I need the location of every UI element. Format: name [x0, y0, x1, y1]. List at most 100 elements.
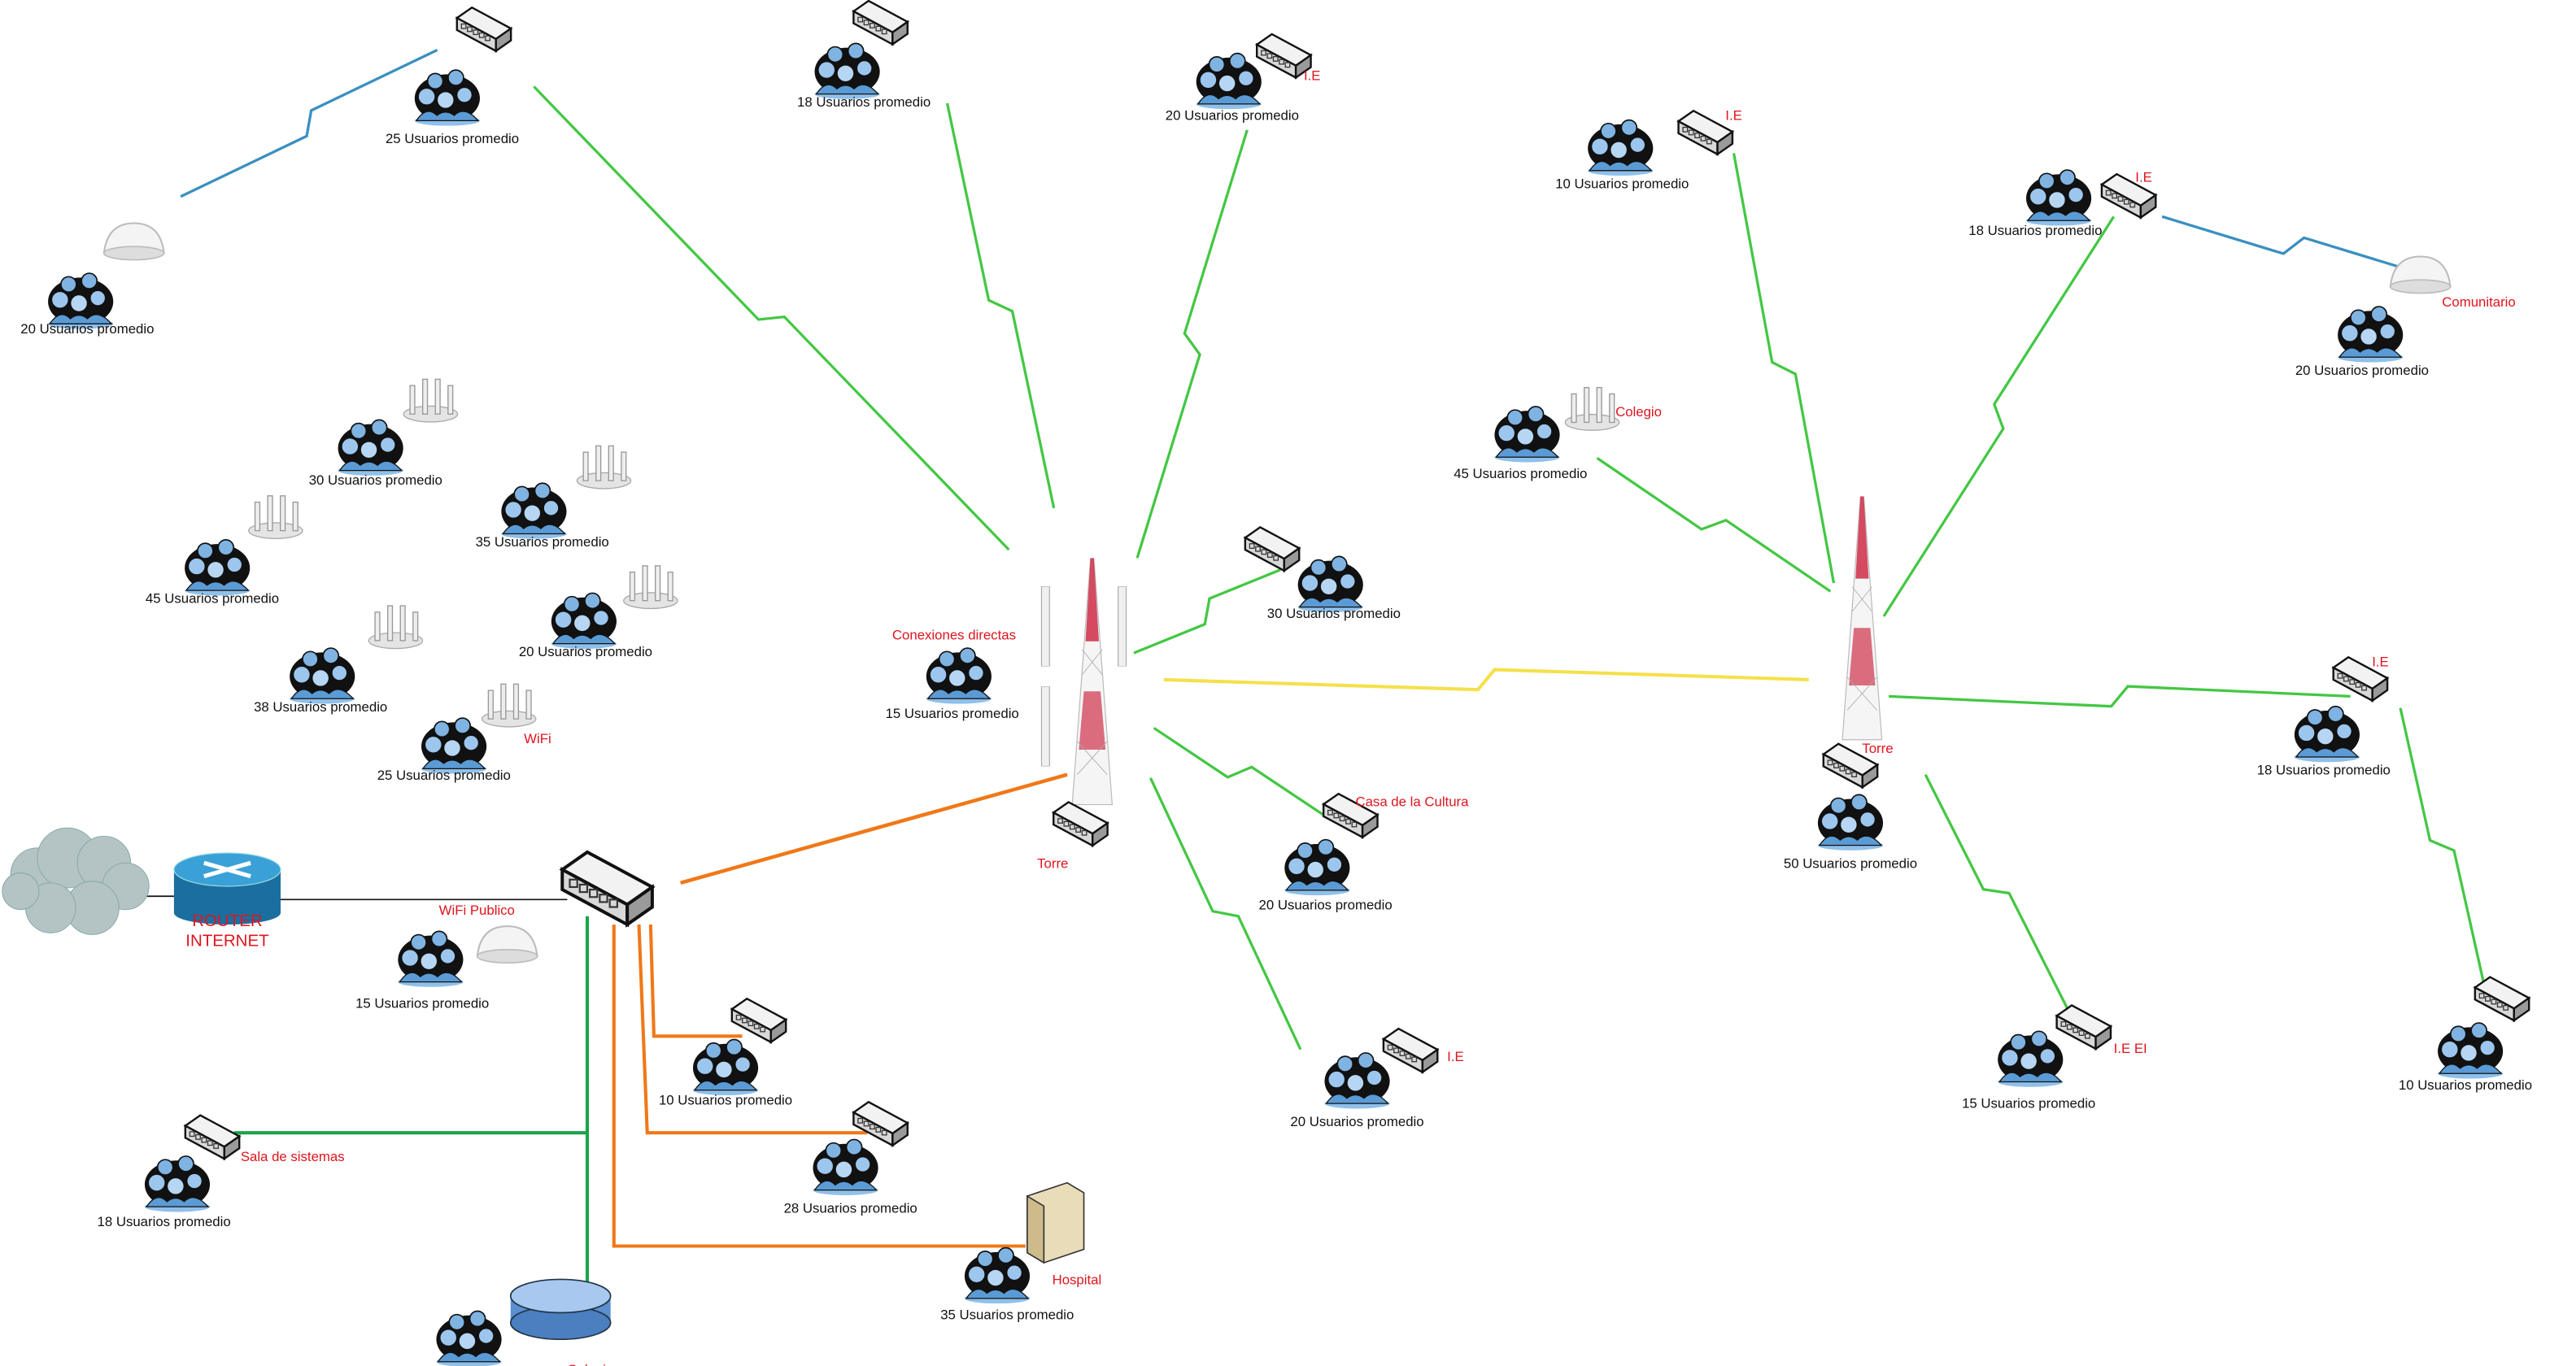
switch-icon[interactable]: [852, 0, 909, 46]
wireless-link: [1924, 773, 2068, 1009]
dome-access-point-icon[interactable]: [102, 222, 165, 261]
site-name-label: I.E: [2372, 655, 2389, 670]
users-group-icon[interactable]: [1493, 406, 1561, 463]
users-count-label: 20 Usuarios promedio: [1166, 108, 1299, 124]
users-count-label: 10 Usuarios promedio: [659, 1092, 792, 1107]
switch-icon[interactable]: [1244, 526, 1301, 572]
users-group-icon[interactable]: [1587, 119, 1654, 176]
wireless-link: [1882, 215, 2116, 617]
switch-icon[interactable]: [852, 1101, 909, 1146]
users-count-label: 35 Usuarios promedio: [476, 534, 609, 550]
site-name-label: Hospital: [1053, 1272, 1102, 1288]
users-count-label: 25 Usuarios promedio: [386, 131, 519, 146]
router-label: INTERNET: [185, 932, 269, 951]
wireless-link: [1133, 568, 1281, 655]
site-name-label: Casa de la Cultura: [1355, 794, 1469, 810]
users-group-icon[interactable]: [813, 42, 881, 99]
site-name-label: WiFi: [524, 731, 551, 746]
omni-access-point-icon[interactable]: [248, 495, 303, 540]
switch-icon[interactable]: [2474, 976, 2530, 1022]
users-count-label: 45 Usuarios promedio: [146, 591, 279, 607]
users-group-icon[interactable]: [144, 1155, 211, 1212]
users-count-label: 20 Usuarios promedio: [2295, 363, 2429, 378]
site-name-label: I.E: [1304, 67, 1321, 83]
sector-antenna-icon[interactable]: [1118, 586, 1127, 667]
omni-access-point-icon[interactable]: [1564, 386, 1620, 431]
users-group-icon[interactable]: [184, 539, 251, 596]
users-group-icon[interactable]: [397, 930, 464, 987]
tower-icon[interactable]: [1842, 496, 1883, 741]
tower-name-label: Torre: [1037, 855, 1068, 871]
tower-icon[interactable]: [1071, 558, 1114, 806]
wireless-link: [533, 85, 1010, 551]
wireless-link: [1135, 129, 1249, 559]
switch-icon[interactable]: [455, 7, 512, 52]
site-name-label: I.E: [2135, 169, 2152, 185]
users-group-icon[interactable]: [692, 1038, 759, 1096]
site-name-label: I.E: [1447, 1049, 1464, 1064]
omni-access-point-icon[interactable]: [623, 565, 678, 610]
site-name-label: Colegio: [1615, 404, 1662, 420]
users-group-icon[interactable]: [2337, 306, 2404, 363]
users-group-icon[interactable]: [2293, 705, 2360, 763]
omni-access-point-icon[interactable]: [403, 378, 459, 423]
omni-access-point-icon[interactable]: [481, 683, 537, 728]
switch-icon[interactable]: [2055, 1004, 2112, 1051]
users-count-label: 15 Usuarios promedio: [355, 996, 489, 1011]
omni-access-point-icon[interactable]: [368, 605, 424, 650]
wireless-link: [1732, 153, 1836, 584]
users-group-icon[interactable]: [812, 1138, 879, 1195]
users-group-icon[interactable]: [1817, 794, 1884, 850]
users-group-icon[interactable]: [925, 647, 992, 704]
dome-access-point-icon[interactable]: [2389, 255, 2452, 294]
users-count-label: 35 Usuarios promedio: [940, 1307, 1074, 1323]
users-count-label: 18 Usuarios promedio: [2257, 763, 2391, 778]
server-icon[interactable]: [1026, 1181, 1085, 1264]
wireless-link: [180, 48, 438, 198]
users-count-label: 45 Usuarios promedio: [1454, 466, 1587, 481]
users-group-icon[interactable]: [289, 647, 356, 704]
users-group-icon[interactable]: [1195, 52, 1262, 110]
fiber-link: [637, 924, 868, 1135]
users-group-icon[interactable]: [413, 69, 481, 126]
switch-icon[interactable]: [184, 1114, 241, 1160]
site-name-label: Torre: [1862, 741, 1893, 756]
router-icon[interactable]: [173, 852, 281, 925]
site-name-label: Comunitario: [2442, 294, 2515, 310]
dome-access-point-icon[interactable]: [476, 925, 538, 964]
users-group-icon[interactable]: [964, 1246, 1031, 1304]
users-group-icon[interactable]: [550, 592, 617, 649]
site-name-label: I.E EI: [2114, 1041, 2147, 1056]
users-group-icon[interactable]: [500, 482, 568, 539]
site-name-label: Colegio: [567, 1362, 613, 1366]
users-group-icon[interactable]: [1997, 1030, 2064, 1087]
users-group-icon[interactable]: [2025, 169, 2092, 226]
storage-icon[interactable]: [509, 1278, 612, 1341]
sector-antenna-icon[interactable]: [1040, 586, 1051, 667]
users-count-label: 30 Usuarios promedio: [1267, 606, 1401, 621]
users-count-label: 20 Usuarios promedio: [1290, 1114, 1423, 1129]
users-count-label: 10 Usuarios promedio: [1555, 176, 1689, 192]
users-group-icon[interactable]: [1284, 838, 1351, 896]
users-group-icon[interactable]: [1297, 555, 1364, 612]
wireless-link: [2161, 215, 2426, 276]
users-count-label: 18 Usuarios promedio: [98, 1214, 231, 1229]
wireless-link: [1889, 685, 2351, 708]
users-count-label: 25 Usuarios promedio: [377, 768, 511, 783]
switch-icon[interactable]: [1677, 110, 1734, 155]
fiber-link: [648, 924, 743, 1038]
switch-icon[interactable]: [1255, 33, 1312, 79]
switch-icon[interactable]: [1382, 1027, 1439, 1073]
users-count-label: 18 Usuarios promedio: [797, 94, 931, 110]
omni-access-point-icon[interactable]: [576, 445, 632, 489]
switch-icon[interactable]: [1053, 801, 1109, 847]
users-group-icon[interactable]: [435, 1310, 503, 1366]
sector-antenna-icon[interactable]: [1040, 686, 1051, 767]
users-group-icon[interactable]: [1323, 1052, 1391, 1109]
wireless-link: [1149, 777, 1302, 1051]
users-group-icon[interactable]: [421, 717, 488, 774]
main-switch-icon[interactable]: [560, 850, 654, 927]
users-count-label: 15 Usuarios promedio: [1962, 1095, 2095, 1111]
users-group-icon[interactable]: [2437, 1022, 2504, 1079]
users-group-icon[interactable]: [337, 419, 404, 476]
